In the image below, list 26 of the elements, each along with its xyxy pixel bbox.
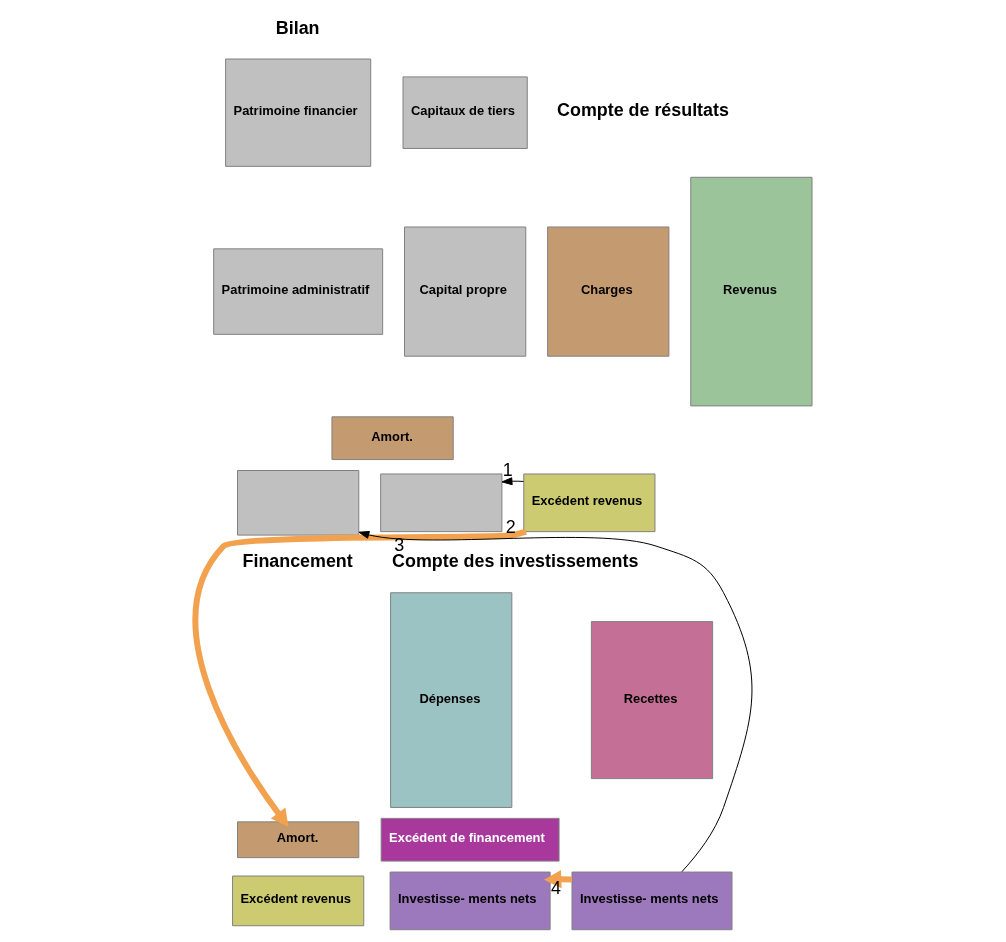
- node-box: Amort.: [236, 821, 359, 859]
- edge-label: 2: [505, 516, 516, 537]
- node-box: Dépenses: [389, 592, 512, 808]
- node-box: Patrimoine administratif: [212, 248, 383, 335]
- label: Compte de résultats: [556, 100, 729, 121]
- label: Compte des investissements: [391, 551, 638, 572]
- node-box: Recettes: [590, 621, 713, 780]
- edge-label: 1: [502, 459, 513, 480]
- node-box: Excédent revenus: [522, 473, 655, 533]
- node-box: [379, 473, 502, 533]
- node-box: Patrimoine financier: [224, 58, 371, 167]
- node-box: Capitaux de tiers: [402, 76, 528, 149]
- node-box: Excédent de financement: [380, 817, 560, 862]
- node-box: Capital propre: [403, 226, 526, 357]
- node-box: Charges: [546, 226, 669, 357]
- node-box: [236, 470, 359, 536]
- node-box: Investisse- ments nets: [571, 871, 732, 931]
- node-box: Investisse- ments nets: [389, 871, 551, 931]
- node-box: Excédent revenus: [231, 875, 364, 927]
- label: Financement: [242, 551, 353, 572]
- arrow: [192, 528, 527, 827]
- arrow: [501, 477, 524, 486]
- node-box: Amort.: [330, 416, 454, 461]
- arrow: [357, 530, 752, 873]
- label: Bilan: [275, 17, 319, 38]
- node-box: Revenus: [689, 176, 812, 407]
